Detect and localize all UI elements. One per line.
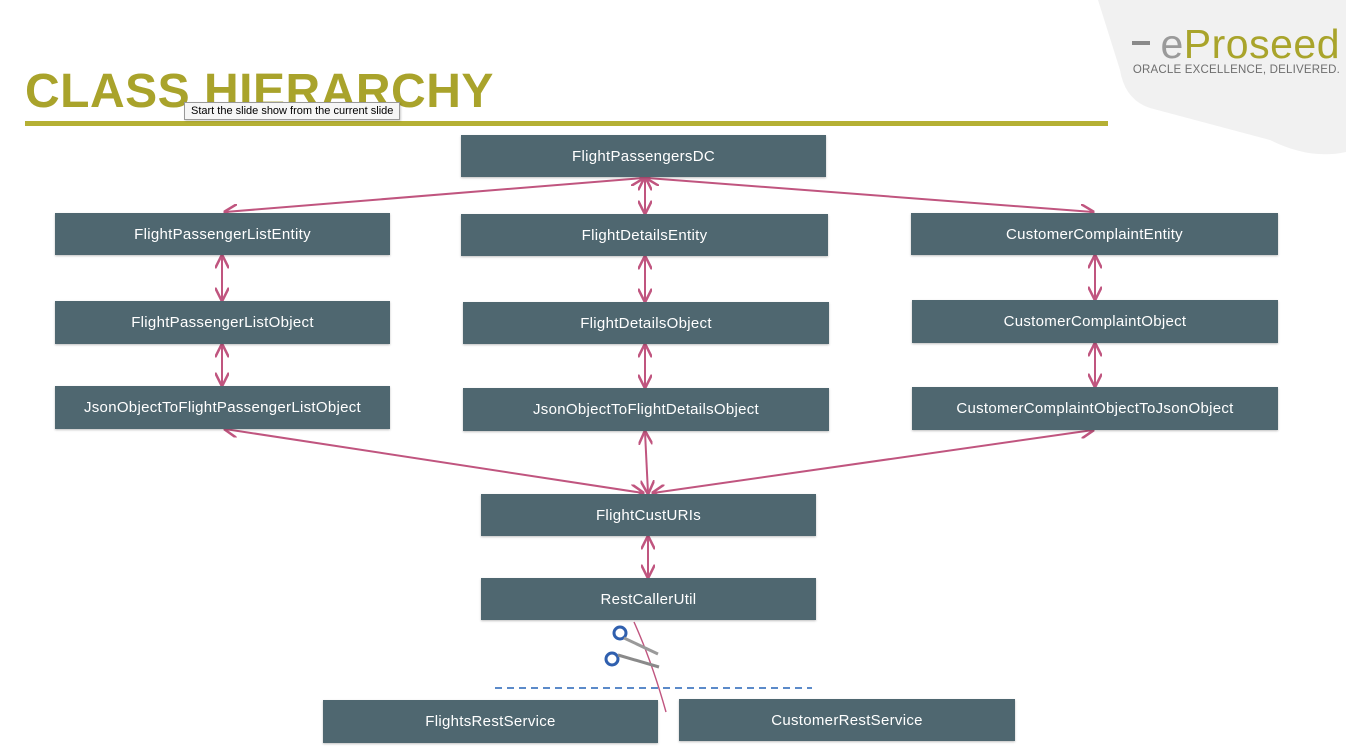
node-customer-complaint-entity: CustomerComplaintEntity: [911, 213, 1278, 255]
cut-line: [633, 621, 667, 713]
logo-prefix: e: [1160, 21, 1184, 67]
node-flight-passenger-list-object: FlightPassengerListObject: [55, 301, 390, 344]
node-flight-passengers-dc: FlightPassengersDC: [461, 135, 826, 177]
edge-dc-to-passenger-list-entity: [225, 178, 643, 212]
node-customer-complaint-to-json-object: CustomerComplaintObjectToJsonObject: [912, 387, 1278, 430]
edge-dc-to-complaint-entity: [647, 178, 1093, 212]
node-rest-caller-util: RestCallerUtil: [481, 578, 816, 620]
edge-json-complaint-to-uris: [653, 430, 1093, 493]
node-flight-cust-uris: FlightCustURIs: [481, 494, 816, 536]
node-flights-rest-service: FlightsRestService: [323, 700, 658, 743]
title-underline: [25, 121, 1108, 126]
eproseed-logo: eProseed ORACLE EXCELLENCE, DELIVERED.: [1130, 22, 1344, 82]
node-customer-rest-service: CustomerRestService: [679, 699, 1015, 741]
node-flight-details-object: FlightDetailsObject: [463, 302, 829, 344]
node-json-to-flight-details-object: JsonObjectToFlightDetailsObject: [463, 388, 829, 431]
logo-dash-mark: [1132, 41, 1150, 45]
logo-tagline: ORACLE EXCELLENCE, DELIVERED.: [1132, 64, 1340, 76]
node-json-to-flight-passenger-list-object: JsonObjectToFlightPassengerListObject: [55, 386, 390, 429]
slideshow-tooltip: Start the slide show from the current sl…: [184, 102, 401, 120]
node-customer-complaint-object: CustomerComplaintObject: [912, 300, 1278, 343]
scissors-icon: [604, 625, 660, 669]
logo-brand: Proseed: [1183, 21, 1340, 67]
node-flight-details-entity: FlightDetailsEntity: [461, 214, 828, 256]
node-flight-passenger-list-entity: FlightPassengerListEntity: [55, 213, 390, 255]
logo-wordmark: eProseed: [1160, 22, 1340, 66]
edge-json-passenger-to-uris: [225, 429, 643, 493]
edge-json-details-to-uris: [645, 432, 648, 493]
